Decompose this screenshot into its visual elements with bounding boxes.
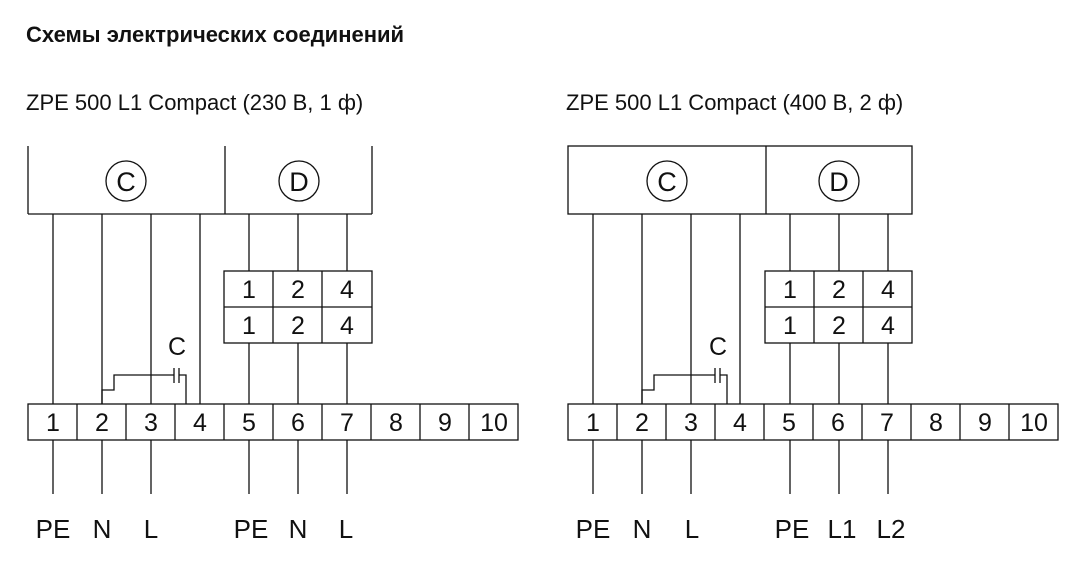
- terminal-label: 10: [480, 409, 508, 437]
- terminal-label: 4: [733, 409, 747, 437]
- d-block-top-cell: 4: [881, 276, 895, 304]
- diagram-1-subtitle: ZPE 500 L1 Compact (230 В, 1 ф): [26, 90, 364, 115]
- terminal-label: 5: [782, 409, 796, 437]
- component-d-label: D: [829, 167, 849, 197]
- component-c-label: C: [657, 167, 677, 197]
- terminal-label: 6: [831, 409, 845, 437]
- supply-leads: PE N L PE L1 L2: [576, 440, 906, 544]
- terminal-label: 3: [144, 409, 158, 437]
- supply-label: N: [289, 514, 308, 544]
- terminal-label: 1: [46, 409, 60, 437]
- terminal-label: 8: [389, 409, 403, 437]
- terminal-label: 6: [291, 409, 305, 437]
- supply-label: PE: [36, 514, 71, 544]
- device-housing: [567, 145, 913, 215]
- wires-c: [52, 214, 201, 404]
- d-block-bottom-cell: 1: [783, 312, 797, 340]
- d-block-bottom-cell: 4: [881, 312, 895, 340]
- terminal-label: 1: [586, 409, 600, 437]
- terminal-label: 2: [95, 409, 109, 437]
- terminal-label: 8: [929, 409, 943, 437]
- d-block-bottom-cell: 4: [340, 312, 354, 340]
- component-d-label: D: [289, 167, 309, 197]
- d-block-top-cell: 1: [242, 276, 256, 304]
- capacitor: C: [101, 333, 187, 404]
- d-block-top-cell: 2: [832, 276, 846, 304]
- device-housing: [27, 146, 373, 215]
- terminal-label: 9: [438, 409, 452, 437]
- terminal-label: 3: [684, 409, 698, 437]
- terminal-label: 10: [1020, 409, 1048, 437]
- terminal-label: 9: [978, 409, 992, 437]
- supply-label: N: [633, 514, 652, 544]
- supply-label: PE: [775, 514, 810, 544]
- supply-label: L1: [828, 514, 857, 544]
- component-c: C: [105, 160, 147, 202]
- d-block-top-cell: 1: [783, 276, 797, 304]
- diagram-1: C D 1 2 4 1 2 4: [27, 146, 519, 544]
- d-terminal-block: 1 2 4 1 2 4: [223, 270, 373, 344]
- component-c-label: C: [116, 167, 136, 197]
- terminal-strip: 1 2 3 4 5 6 7 8 9 10: [567, 403, 1059, 441]
- d-block-top-cell: 2: [291, 276, 305, 304]
- diagram-2-subtitle: ZPE 500 L1 Compact (400 В, 2 ф): [566, 90, 904, 115]
- d-block-bottom-cell: 2: [832, 312, 846, 340]
- d-block-top-cell: 4: [340, 276, 354, 304]
- terminal-strip: 1 2 3 4 5 6 7 8 9 10: [27, 403, 519, 441]
- supply-label: L: [685, 514, 699, 544]
- diagram-2: C D 1 2 4 1 2 4: [567, 145, 1059, 544]
- terminal-label: 4: [193, 409, 207, 437]
- terminal-label: 7: [340, 409, 354, 437]
- page-title: Схемы электрических соединений: [26, 22, 405, 47]
- capacitor-label: C: [168, 333, 186, 361]
- supply-label: N: [93, 514, 112, 544]
- supply-label: L: [144, 514, 158, 544]
- d-block-bottom-cell: 1: [242, 312, 256, 340]
- capacitor: C: [641, 333, 728, 404]
- terminal-label: 7: [880, 409, 894, 437]
- terminal-label: 5: [242, 409, 256, 437]
- capacitor-label: C: [709, 333, 727, 361]
- supply-label: L: [339, 514, 353, 544]
- component-d: D: [278, 160, 320, 202]
- d-terminal-block: 1 2 4 1 2 4: [764, 270, 913, 344]
- supply-label: PE: [576, 514, 611, 544]
- d-block-bottom-cell: 2: [291, 312, 305, 340]
- component-c: C: [646, 160, 688, 202]
- wires-c: [592, 214, 741, 404]
- supply-label: PE: [234, 514, 269, 544]
- component-d: D: [818, 160, 860, 202]
- terminal-label: 2: [635, 409, 649, 437]
- supply-label: L2: [877, 514, 906, 544]
- supply-leads: PE N L PE N L: [36, 440, 353, 544]
